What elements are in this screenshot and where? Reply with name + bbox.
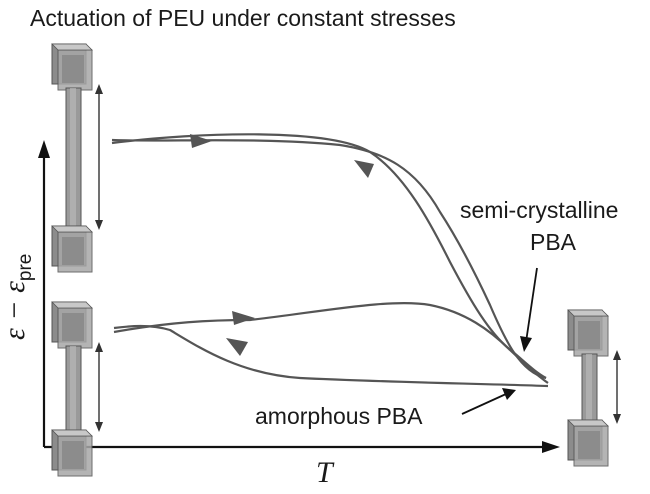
amorphous-label: amorphous PBA — [255, 403, 423, 429]
amorphous-loop — [113, 302, 549, 388]
amorphous-pointer — [461, 393, 507, 415]
axes — [38, 140, 560, 453]
specimen-relaxed-icon — [51, 301, 103, 477]
semi-crystalline-label-line1: semi-crystalline — [460, 197, 618, 223]
semi-crystalline-loop — [111, 133, 547, 380]
y-axis-arrow-icon — [38, 140, 50, 158]
specimen-stretched-icon — [51, 43, 103, 273]
y-axis-label: ε − εpre — [0, 254, 36, 340]
semi-crystalline-label-line2: PBA — [530, 229, 577, 255]
x-axis-label: T — [316, 456, 335, 489]
amorphous-cooling-arrow-icon — [226, 338, 248, 356]
amorphous-heating-arrow-icon — [232, 311, 255, 325]
specimen-contracted-icon — [567, 309, 621, 467]
heating-arrow-icon — [190, 134, 212, 148]
x-axis-arrow-icon — [542, 441, 560, 453]
cooling-arrow-icon — [354, 160, 374, 178]
figure-title: Actuation of PEU under constant stresses — [30, 5, 456, 31]
semi-crystalline-pointer-arrow-icon — [520, 336, 532, 352]
amorphous-pointer-arrow-icon — [502, 388, 516, 400]
semi-crystalline-pointer — [525, 267, 538, 343]
